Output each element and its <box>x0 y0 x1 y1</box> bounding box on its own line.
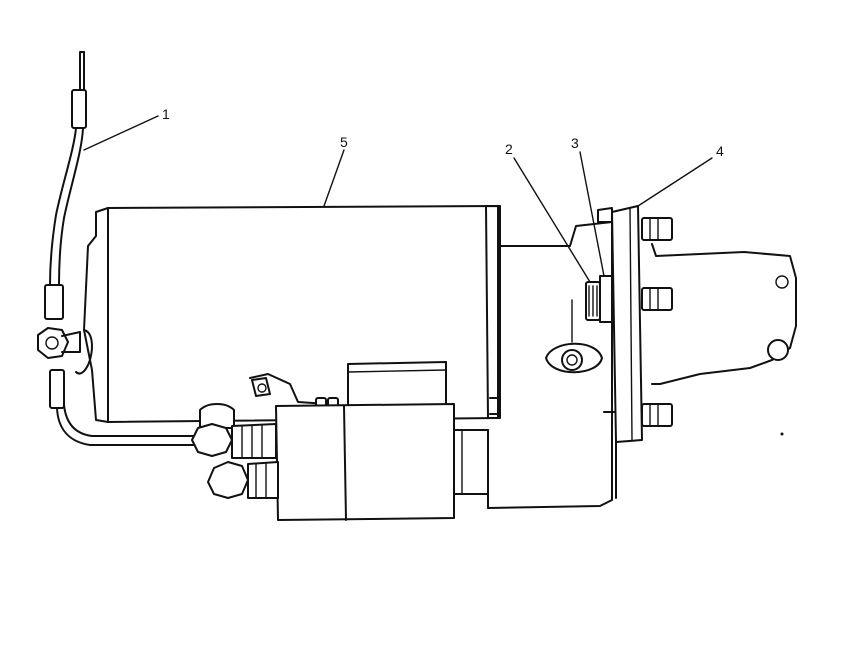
callout-1: 1 <box>162 106 170 122</box>
callout-4: 4 <box>716 143 724 159</box>
drive-housing <box>487 221 617 509</box>
callout-5: 5 <box>340 134 348 150</box>
flange-bolt <box>641 217 673 241</box>
mounting-flange <box>597 205 797 443</box>
flange-bolt <box>641 403 673 427</box>
flange-bolt <box>641 287 673 311</box>
wire-lead <box>37 51 206 446</box>
motor-housing <box>83 205 501 423</box>
pinion-gear <box>585 275 613 323</box>
callout-2: 2 <box>505 141 513 157</box>
callout-leaders <box>83 115 713 283</box>
callout-3: 3 <box>571 135 579 151</box>
solenoid <box>191 361 489 521</box>
